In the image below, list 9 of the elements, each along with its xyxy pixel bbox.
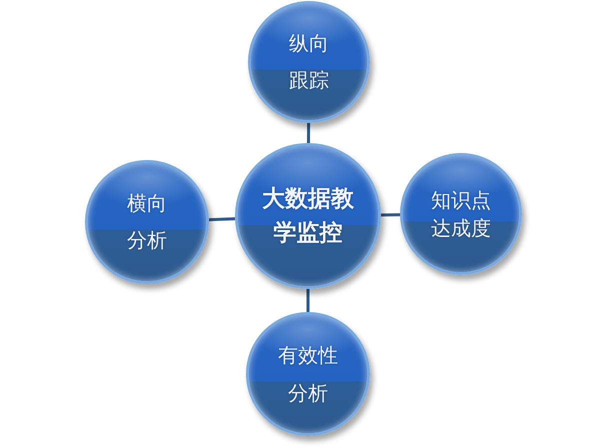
topic-label: 有效性分析 <box>277 342 339 407</box>
connector-line <box>208 217 236 222</box>
connector-line <box>380 213 400 216</box>
connector-line <box>306 289 310 312</box>
hub-label: 大数据教学监控 <box>261 185 355 248</box>
topic-label: 纵向跟踪 <box>288 30 330 94</box>
topic-label: 知识点达成度 <box>430 187 492 242</box>
topic-label: 横向分析 <box>126 190 168 254</box>
connector-line <box>307 123 310 143</box>
